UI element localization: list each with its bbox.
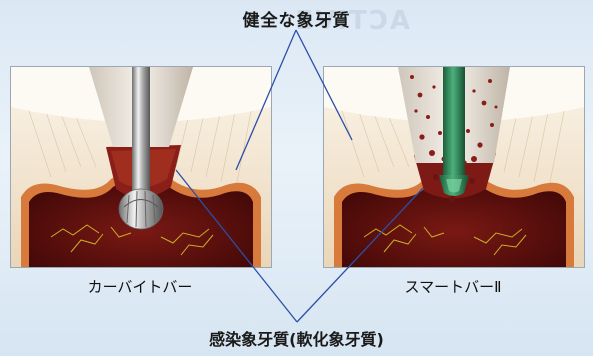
smart-bur-drawing	[324, 67, 584, 267]
carbide-bur-illustration	[10, 66, 272, 268]
infected-dentin-label: 感染象牙質(軟化象牙質)	[0, 326, 593, 350]
smart-bur-illustration	[323, 66, 585, 268]
smart-bur-caption: スマートバーⅡ	[323, 276, 583, 297]
carbide-bur-shank	[132, 67, 150, 195]
carbide-bur-drawing	[11, 67, 271, 267]
healthy-dentin-label: 健全な象牙質	[0, 6, 593, 31]
smart-bur-shank	[443, 67, 465, 177]
carbide-bur-caption: カーバイトバー	[10, 276, 270, 297]
carbide-bur-head	[119, 189, 163, 229]
